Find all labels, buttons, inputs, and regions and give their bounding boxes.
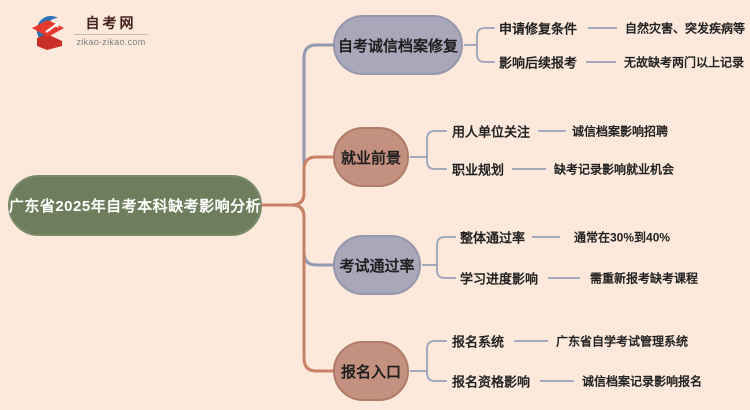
branch-label: 考试通过率	[339, 257, 415, 275]
branch-node-pass-rate: 考试通过率	[333, 235, 421, 295]
connector-branch-employment	[260, 155, 336, 207]
logo-divider	[74, 33, 148, 35]
leaf-label: 自然灾害、突发疾病等	[625, 21, 746, 36]
connector-branch-credit-repair	[260, 43, 336, 207]
leaf-label: 通常在30%到40%	[574, 230, 671, 245]
leaf-label: 诚信档案影响招聘	[572, 124, 669, 139]
subtopic-label: 报名资格影响	[452, 374, 531, 390]
branch-label: 报名入口	[340, 363, 401, 381]
subtopic-label: 申请修复条件	[499, 21, 578, 37]
branch-node-employment: 就业前景	[333, 127, 409, 187]
subtopic-label: 学习进度影响	[460, 271, 539, 287]
bracket	[436, 236, 456, 279]
leaf-label: 需重新报考缺考课程	[590, 271, 699, 286]
branch-label: 自考诚信档案修复	[337, 37, 458, 55]
connector-branch-pass-rate	[260, 203, 336, 267]
leaf-label: 诚信档案记录影响报名	[582, 374, 703, 389]
logo-text-block: 自考网 zikao-zikao.com	[74, 14, 148, 47]
subtopic-label: 影响后续报考	[499, 55, 578, 71]
connector-branch-registration	[260, 203, 336, 373]
subtopic-label: 整体通过率	[460, 230, 526, 246]
graduation-cap-icon	[32, 16, 64, 50]
leaf-label: 缺考记录影响就业机会	[554, 162, 675, 177]
leaf-label: 广东省自学考试管理系统	[556, 334, 689, 349]
site-url: zikao-zikao.com	[76, 36, 146, 47]
bracket	[426, 340, 447, 382]
site-name: 自考网	[85, 14, 137, 31]
site-logo: 自考网 zikao-zikao.com	[28, 10, 148, 50]
subtopic-label: 职业规划	[452, 162, 505, 178]
bracket	[426, 130, 447, 170]
subtopic-label: 报名系统	[452, 334, 505, 350]
bracket	[476, 27, 495, 63]
root-topic-label: 广东省2025年自考本科缺考影响分析	[8, 198, 262, 215]
root-topic-node: 广东省2025年自考本科缺考影响分析	[8, 175, 262, 236]
leaf-label: 无故缺考两门以上记录	[624, 55, 745, 70]
branch-label: 就业前景	[340, 149, 401, 167]
branch-node-credit-repair: 自考诚信档案修复	[333, 15, 463, 75]
subtopic-label: 用人单位关注	[452, 124, 531, 140]
branch-node-registration: 报名入口	[333, 341, 409, 401]
